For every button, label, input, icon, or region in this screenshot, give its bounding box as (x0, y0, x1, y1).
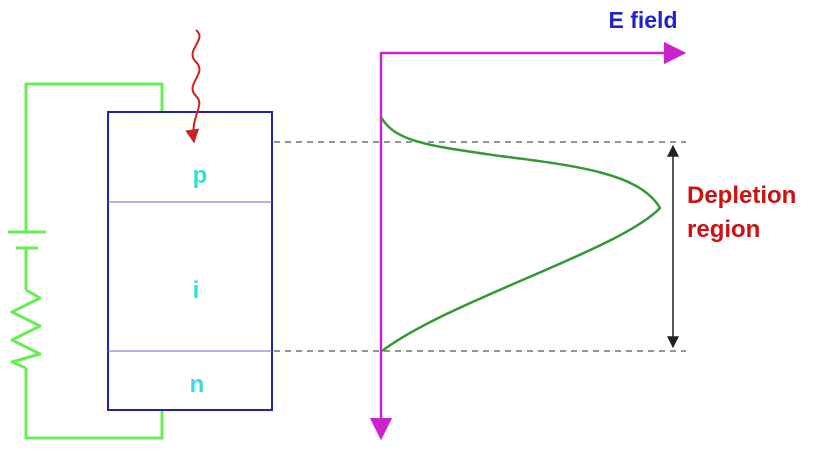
p-layer-label: p (193, 162, 208, 189)
i-layer-label: i (193, 277, 200, 304)
circuit-wire (24, 82, 164, 440)
device-outline (107, 111, 273, 411)
n-layer-label: n (190, 371, 205, 398)
depletion-guide-lines (274, 141, 686, 352)
depletion-label-line1: Depletion (687, 182, 796, 209)
pin-device: p i n (107, 111, 273, 411)
battery-icon (8, 230, 46, 250)
resistor-icon (10, 288, 42, 370)
photon-arrow-icon (185, 29, 201, 144)
e-field-curve (379, 116, 662, 353)
depletion-label-line2: region (687, 216, 760, 243)
e-field-axes (369, 41, 687, 441)
e-field-axis-label: E field (608, 7, 677, 33)
